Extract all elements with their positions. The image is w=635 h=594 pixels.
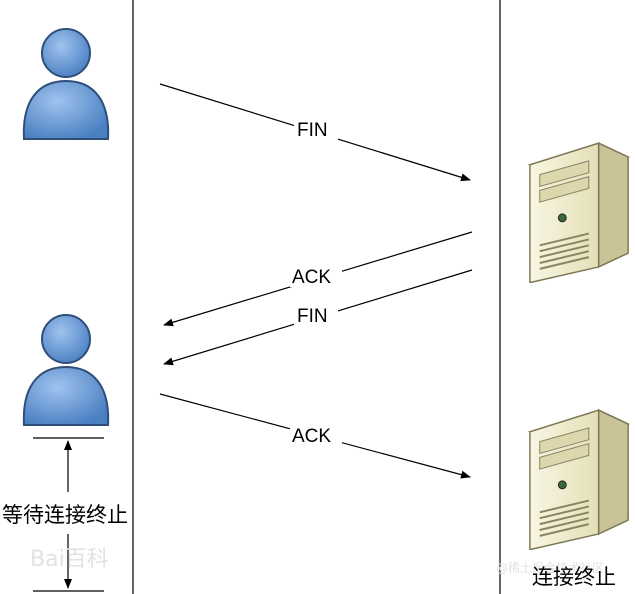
server-icon <box>528 409 630 550</box>
ack-label-2: ACK <box>292 426 331 447</box>
user-icon <box>22 27 110 141</box>
fin-label-2: FIN <box>297 306 328 327</box>
user-icon <box>22 313 110 427</box>
ack-label-1: ACK <box>292 267 331 288</box>
fin-label-1: FIN <box>297 120 328 141</box>
baidu-watermark: Bai百科 <box>30 547 109 572</box>
server-closed-label: 连接终止 <box>532 565 616 589</box>
juejin-watermark: @稀土掘金技术社区 <box>496 560 604 575</box>
server-icon <box>528 142 630 283</box>
client-wait-label: 等待连接终止 <box>2 503 128 527</box>
